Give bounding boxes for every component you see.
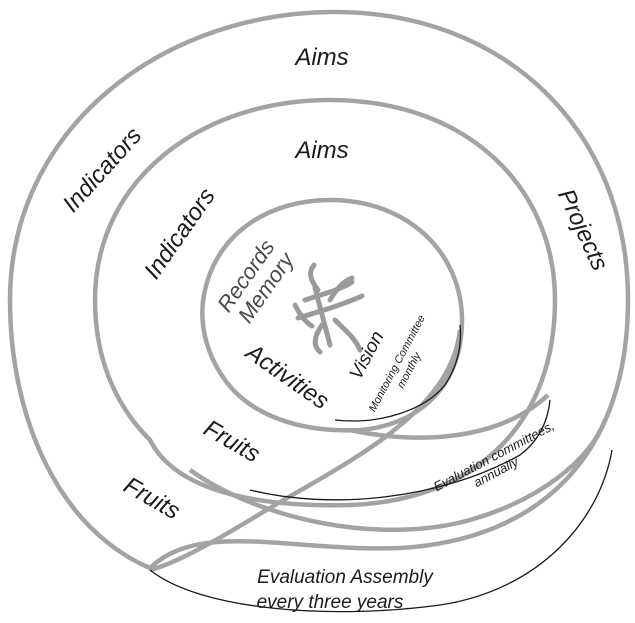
inner-to-outer-arc <box>149 329 463 573</box>
outer-ring <box>7 9 631 571</box>
monitoring-boundary <box>334 324 462 422</box>
middle-fruits-label: Fruits <box>199 415 264 468</box>
evaluation-assembly-frequency-label: every three years <box>257 592 404 613</box>
outer-projects-label: Projects <box>552 185 613 275</box>
assembly-boundary <box>149 449 613 613</box>
middle-indicators-label: Indicators <box>139 183 221 284</box>
middle-aims-label: Aims <box>293 137 348 164</box>
inner-ring <box>200 197 465 433</box>
evaluation-assembly-label: Evaluation Assembly <box>257 567 434 588</box>
evaluation-committees-label: Evaluation committees, <box>431 418 557 494</box>
outer-fruits-label: Fruits <box>119 472 184 525</box>
middle-ring <box>92 97 558 508</box>
outer-aims-label: Aims <box>293 44 348 71</box>
middle-to-outer-arc <box>188 419 608 533</box>
central-symbol-icon <box>292 262 365 355</box>
inner-to-middle-arc <box>349 393 550 440</box>
committees-boundary <box>249 399 551 501</box>
outer-indicators-label: Indicators <box>58 122 148 217</box>
